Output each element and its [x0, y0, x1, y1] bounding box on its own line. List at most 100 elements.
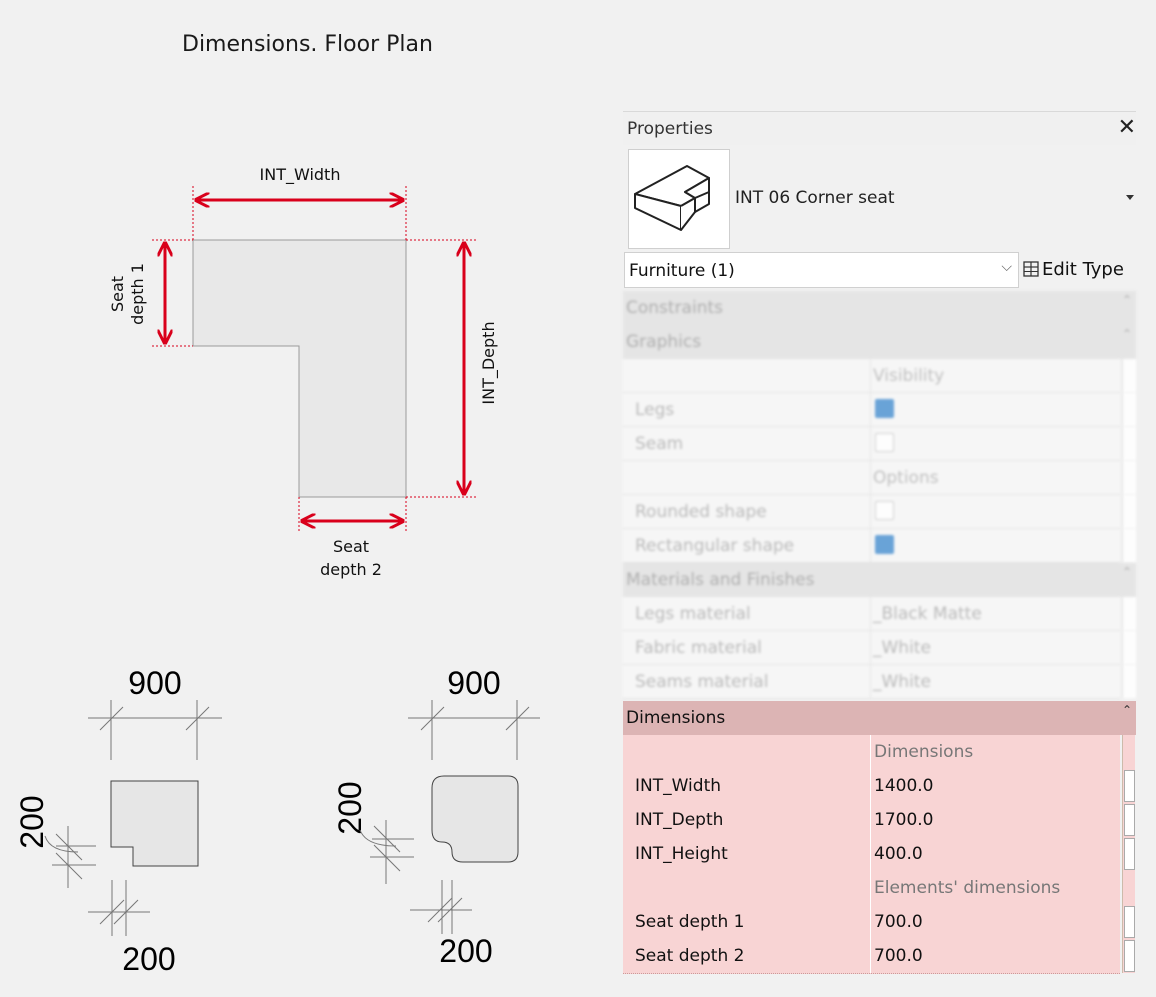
section-constraints[interactable]: Constraints ⌃ [623, 291, 1136, 325]
property-row-fabric-material[interactable]: Fabric material _White [623, 631, 1120, 665]
seat-depth-1-value[interactable]: 700.0 [874, 912, 923, 932]
subheader-elements-dimensions: Elements' dimensions [623, 871, 1120, 906]
close-icon[interactable]: ✕ [1117, 115, 1136, 140]
row-scroll-cell [1122, 495, 1136, 528]
seat-depth-2-value[interactable]: 700.0 [874, 946, 923, 966]
edit-type-button[interactable]: Edit Type [1023, 252, 1136, 286]
category-value: Furniture (1) [629, 261, 735, 281]
seat-depth-1-label-line2: depth 1 [128, 263, 147, 325]
property-label: Legs [635, 400, 675, 420]
floor-plan-diagram: INT_Width INT_Depth Seat depth 1 Seat de… [14, 165, 540, 977]
row-scroll-cell [1122, 837, 1135, 871]
row-scroll-cell [1122, 769, 1135, 803]
depth-label: INT_Depth [479, 321, 499, 404]
seat-depth-2-label-line2: depth 2 [320, 560, 382, 579]
section-dimensions[interactable]: Dimensions ⌃ [623, 701, 1136, 735]
property-label: Legs material [635, 604, 751, 624]
legs-checkbox[interactable] [875, 399, 894, 418]
section-label: Constraints [626, 298, 723, 318]
row-scroll-cell [1122, 393, 1136, 426]
property-row-int-height[interactable]: INT_Height 400.0 [623, 837, 1120, 872]
seat-depth-2-label-line1: Seat [333, 537, 369, 556]
properties-panel: Properties ✕ INT 06 Corner seat Furnitur… [623, 111, 1136, 977]
symbol2-top-dimension: 900 [447, 665, 500, 701]
properties-title: Properties [627, 119, 713, 139]
row-scroll-cell [1122, 597, 1136, 630]
category-select[interactable]: Furniture (1) ⌵ [624, 252, 1019, 288]
row-scroll-cell [1122, 665, 1136, 698]
rounded-seat-symbol: 900 200 200 [332, 665, 540, 969]
row-scroll-cell [1122, 359, 1136, 392]
chevron-down-icon: ⌵ [1001, 259, 1012, 275]
symbol2-bottom-dimension: 200 [439, 933, 492, 969]
seam-checkbox[interactable] [875, 433, 894, 452]
symbol1-left-dimension: 200 [14, 795, 50, 848]
section-materials-and-finishes[interactable]: Materials and Finishes ⌃ [623, 563, 1136, 597]
int-height-value[interactable]: 400.0 [874, 844, 923, 864]
collapse-icon: ⌃ [1121, 327, 1132, 341]
seat-depth-1-label-line1: Seat [108, 276, 127, 312]
property-value[interactable]: _White [873, 638, 931, 658]
row-scroll-cell [1122, 939, 1135, 973]
rectangular-shape-checkbox[interactable] [875, 535, 894, 554]
blurred-property-sections: Constraints ⌃ Graphics ⌃ Visibility Legs S… [623, 291, 1136, 701]
properties-header: Properties ✕ [623, 111, 1136, 145]
property-row-int-depth[interactable]: INT_Depth 1700.0 [623, 803, 1120, 838]
row-scroll-cell [1122, 529, 1136, 562]
collapse-icon: ⌃ [1121, 293, 1132, 307]
property-label: Rounded shape [635, 502, 767, 522]
property-row-seam[interactable]: Seam [623, 427, 1120, 461]
subheader-label: Dimensions [874, 742, 974, 762]
property-label: INT_Height [635, 844, 728, 864]
property-row-legs[interactable]: Legs [623, 393, 1120, 427]
collapse-icon: ⌃ [1121, 703, 1132, 717]
property-row-seat-depth-1[interactable]: Seat depth 1 700.0 [623, 905, 1120, 940]
property-label: INT_Width [635, 776, 722, 796]
row-scroll-cell [1122, 871, 1135, 905]
subheader-dimensions: Dimensions [623, 735, 1120, 770]
type-thumbnail[interactable] [628, 149, 730, 249]
edit-type-label: Edit Type [1042, 258, 1124, 280]
property-label: Seat depth 2 [635, 946, 745, 966]
property-row-rounded-shape[interactable]: Rounded shape [623, 495, 1120, 529]
int-width-value[interactable]: 1400.0 [874, 776, 934, 796]
property-label: Seam [635, 434, 684, 454]
property-label: Seams material [635, 672, 769, 692]
section-label: Materials and Finishes [626, 570, 815, 590]
page-title: Dimensions. Floor Plan [182, 32, 433, 57]
property-label: INT_Depth [635, 810, 724, 830]
property-row-legs-material[interactable]: Legs material _Black Matte [623, 597, 1120, 631]
property-label: Seat depth 1 [635, 912, 745, 932]
section-label: Graphics [626, 332, 702, 352]
edit-type-icon [1023, 261, 1039, 277]
property-row-int-width[interactable]: INT_Width 1400.0 [623, 769, 1120, 804]
symbol2-left-dimension: 200 [332, 781, 368, 834]
property-label: Fabric material [635, 638, 762, 658]
int-depth-value[interactable]: 1700.0 [874, 810, 934, 830]
row-scroll-cell [1122, 735, 1135, 769]
property-row-seat-depth-2[interactable]: Seat depth 2 700.0 [623, 939, 1120, 974]
property-label: Rectangular shape [635, 536, 795, 556]
row-scroll-cell [1122, 803, 1135, 837]
width-label: INT_Width [260, 165, 341, 185]
type-dropdown-icon[interactable] [1126, 195, 1134, 200]
type-name: INT 06 Corner seat [735, 188, 895, 208]
extension-lines [152, 186, 478, 532]
property-value[interactable]: _Black Matte [873, 604, 982, 624]
section-label: Dimensions [626, 708, 726, 728]
corner-seat-shape [192, 239, 407, 498]
row-scroll-cell [1122, 461, 1136, 494]
subheader-label: Elements' dimensions [874, 878, 1061, 898]
property-row-seams-material[interactable]: Seams material _White [623, 665, 1120, 699]
property-row-rectangular-shape[interactable]: Rectangular shape [623, 529, 1120, 563]
dimension-lines [165, 200, 464, 521]
subheader-visibility: Visibility [623, 359, 1120, 393]
rectangular-seat-symbol: 900 200 200 [14, 665, 222, 977]
row-scroll-cell [1122, 631, 1136, 664]
collapse-icon: ⌃ [1121, 565, 1132, 579]
section-graphics[interactable]: Graphics ⌃ [623, 325, 1136, 359]
row-scroll-cell [1122, 427, 1136, 460]
rounded-shape-checkbox[interactable] [875, 501, 894, 520]
symbol1-bottom-dimension: 200 [122, 941, 175, 977]
property-value[interactable]: _White [873, 672, 931, 692]
